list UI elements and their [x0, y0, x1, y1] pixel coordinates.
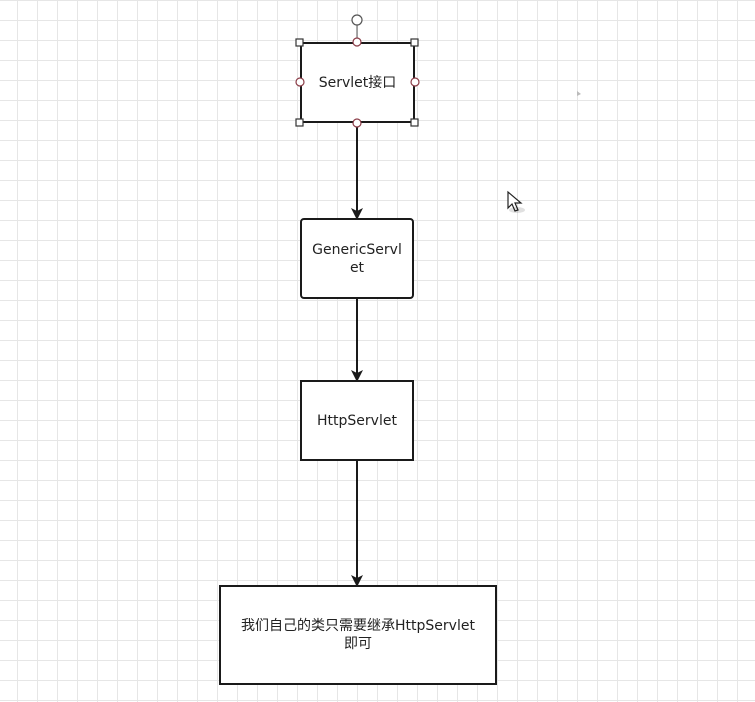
resize-handle-top-right[interactable] — [410, 38, 419, 47]
resize-handle-top-left[interactable] — [295, 38, 304, 47]
node-label: Servlet接口 — [318, 74, 397, 91]
mouse-cursor-icon — [507, 190, 525, 213]
resize-handle-bottom-left[interactable] — [295, 118, 304, 127]
resize-handle-bottom-right[interactable] — [410, 118, 419, 127]
node-servlet-interface[interactable]: Servlet接口 — [300, 42, 415, 123]
node-label: 我们自己的类只需要继承HttpServlet即可 — [241, 618, 475, 652]
connect-handle-top[interactable] — [352, 37, 362, 47]
node-generic-servlet[interactable]: GenericServlet — [300, 218, 414, 299]
selection-handles[interactable] — [295, 14, 420, 128]
connect-handle-right[interactable] — [410, 77, 420, 87]
node-label: HttpServlet — [317, 412, 397, 429]
rotate-handle[interactable] — [351, 14, 363, 26]
node-label: GenericServlet — [312, 241, 402, 276]
node-own-class[interactable]: 我们自己的类只需要继承HttpServlet即可 — [219, 585, 497, 685]
connect-handle-bottom[interactable] — [352, 118, 362, 128]
connect-handle-left[interactable] — [295, 77, 305, 87]
node-http-servlet[interactable]: HttpServlet — [300, 380, 414, 461]
cursor-trace-icon — [577, 91, 581, 96]
